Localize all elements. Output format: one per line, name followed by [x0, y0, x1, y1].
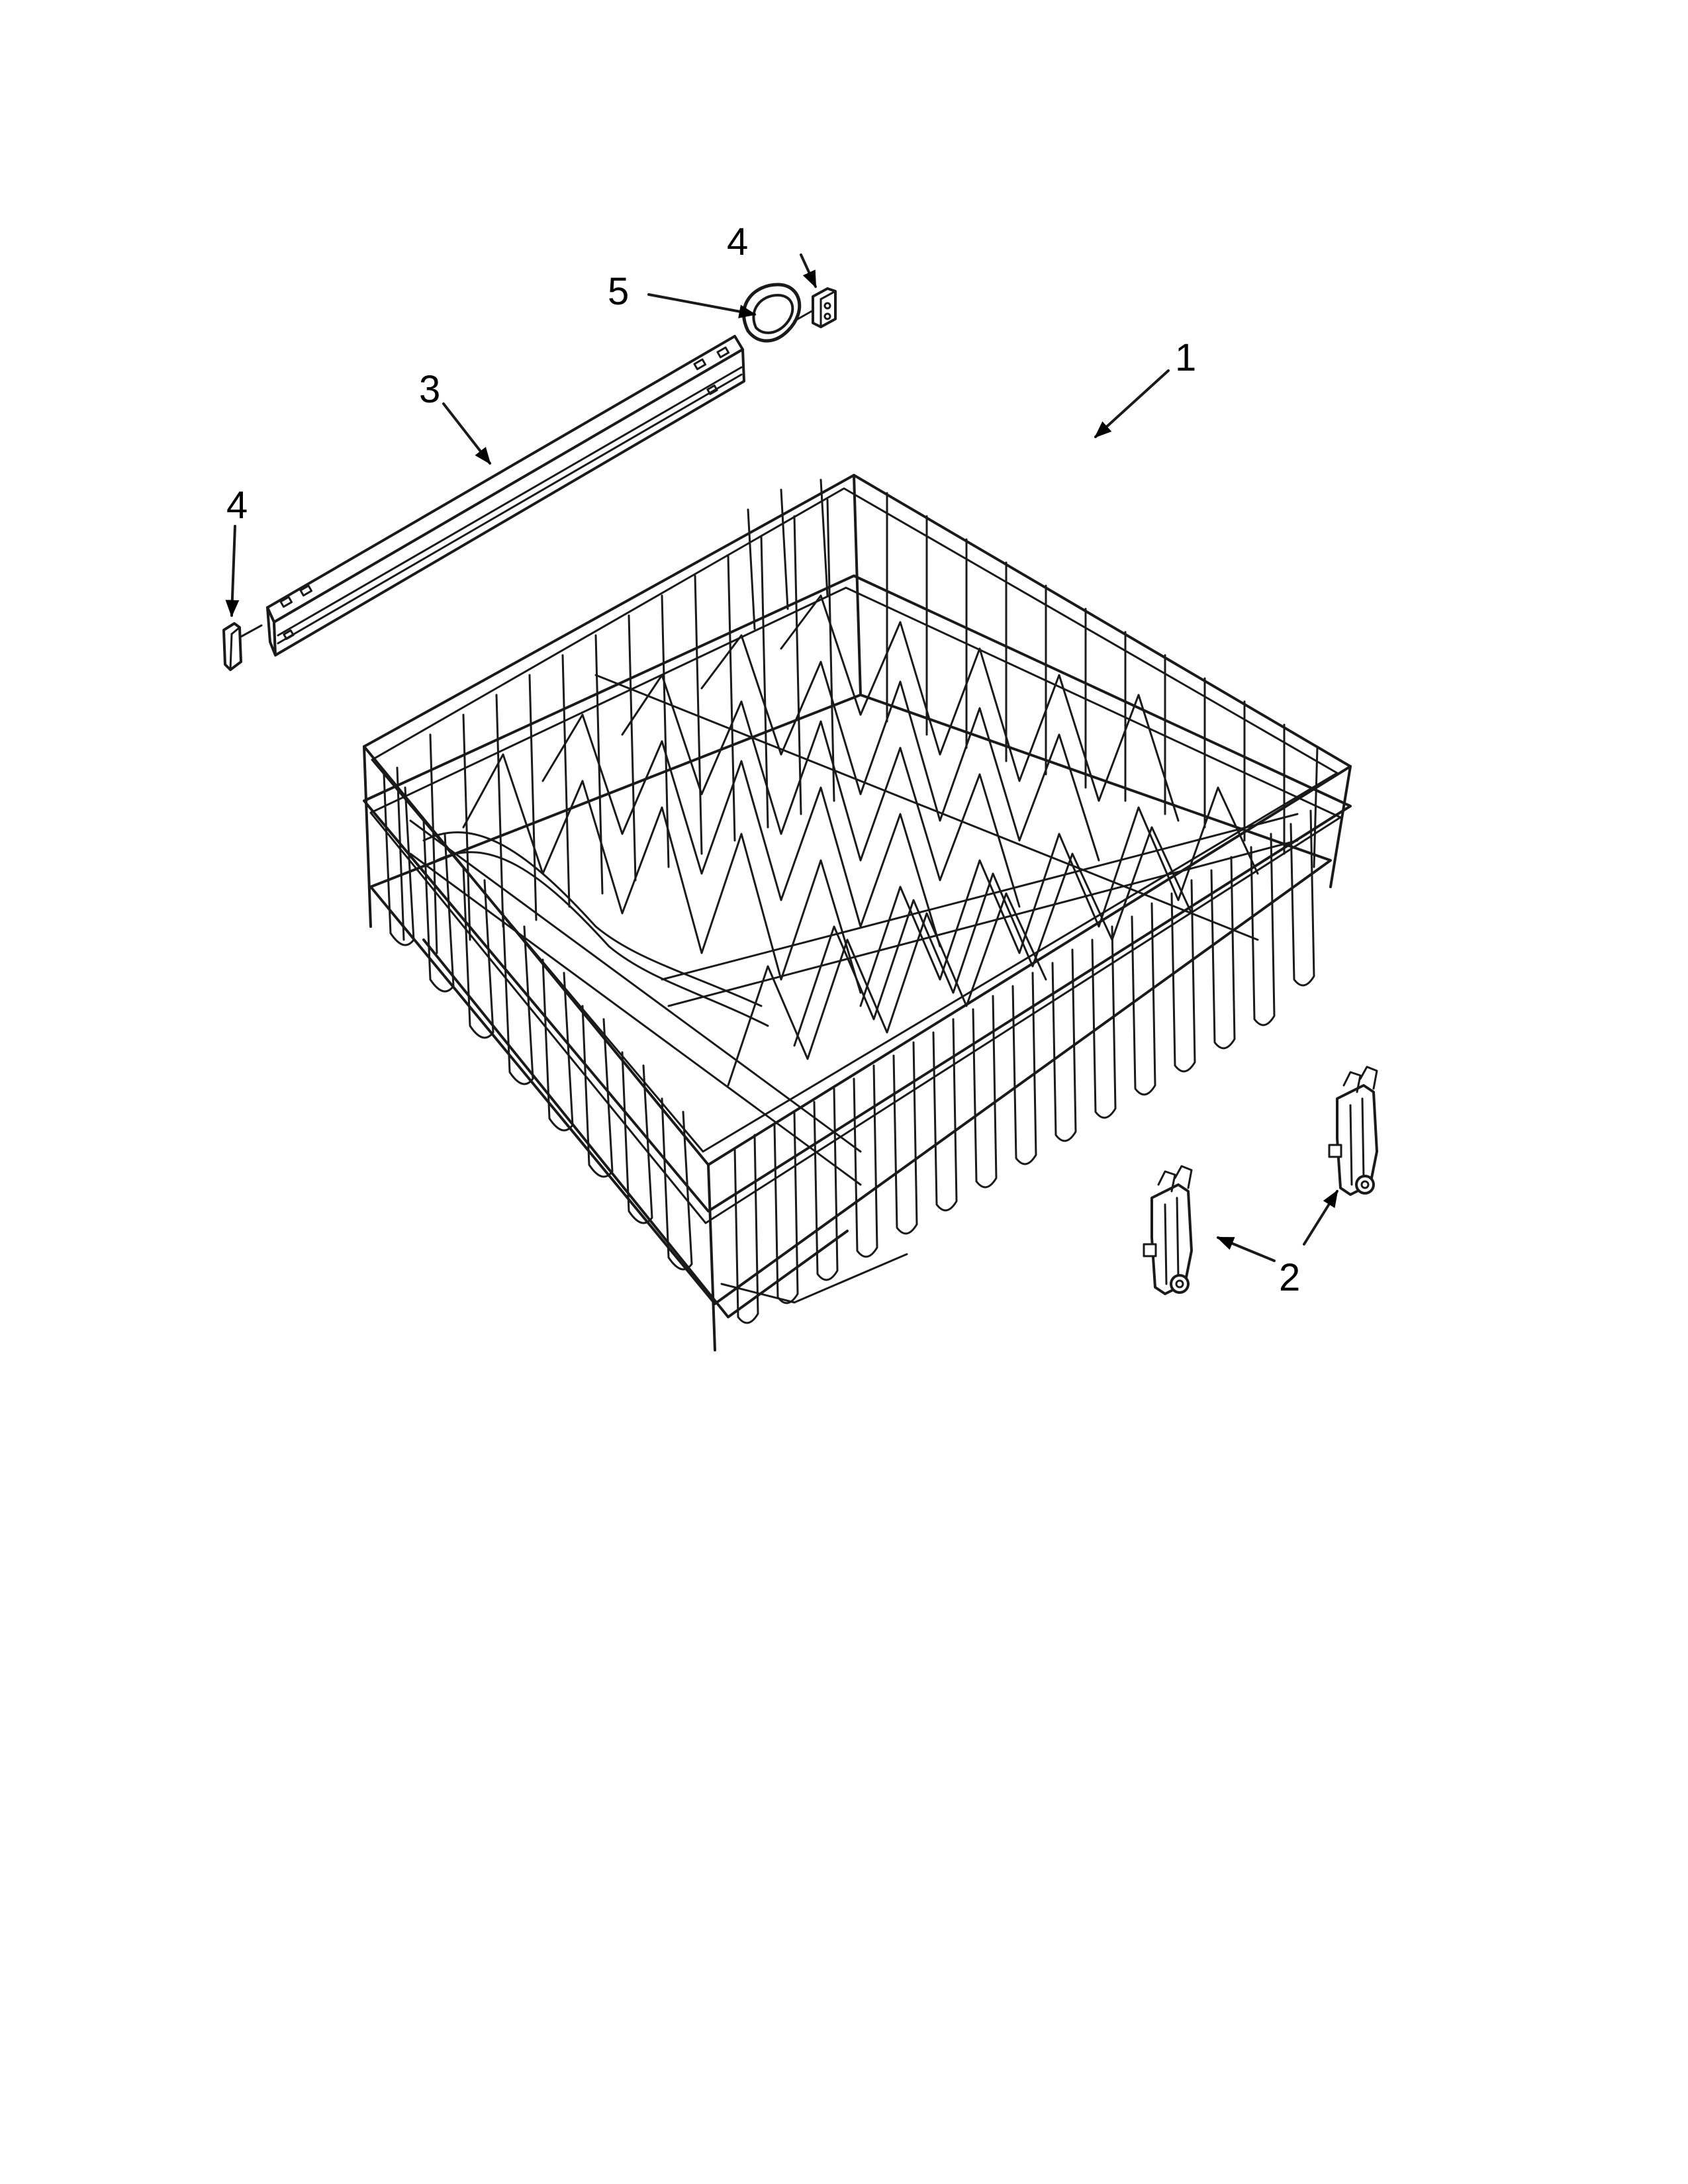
- callout-1: 1: [1175, 336, 1196, 379]
- leader-2b: [1303, 1189, 1338, 1246]
- roller-bracket-left: [1143, 1165, 1193, 1295]
- leader-4-top: [800, 253, 817, 289]
- leader-4-left: [225, 525, 240, 617]
- callout-3: 3: [419, 368, 440, 411]
- track-rail: [266, 335, 745, 657]
- left-wall-wires: [383, 773, 693, 1271]
- callout-4-left: 4: [226, 484, 248, 527]
- leader-5: [647, 293, 757, 318]
- leader-2a: [1216, 1236, 1276, 1262]
- leader-3: [442, 402, 491, 465]
- callout-4-top: 4: [727, 220, 748, 263]
- roller-wheel: [742, 283, 816, 343]
- interior-tines: [409, 594, 1299, 1186]
- front-wall-wires: [733, 809, 1315, 1324]
- end-cap-top: [812, 287, 837, 328]
- dish-rack: [363, 474, 1352, 1351]
- leader-1: [1094, 369, 1170, 438]
- roller-bracket-right: [1328, 1066, 1378, 1196]
- leader-lines: [225, 253, 1338, 1262]
- callout-5: 5: [608, 270, 629, 313]
- end-cap-left: [222, 622, 263, 671]
- rear-wall-wires: [396, 478, 835, 954]
- right-wall-wires: [886, 492, 1319, 868]
- callout-2: 2: [1279, 1256, 1300, 1299]
- callout-labels: 4 5 3 4 1 2: [226, 220, 1300, 1299]
